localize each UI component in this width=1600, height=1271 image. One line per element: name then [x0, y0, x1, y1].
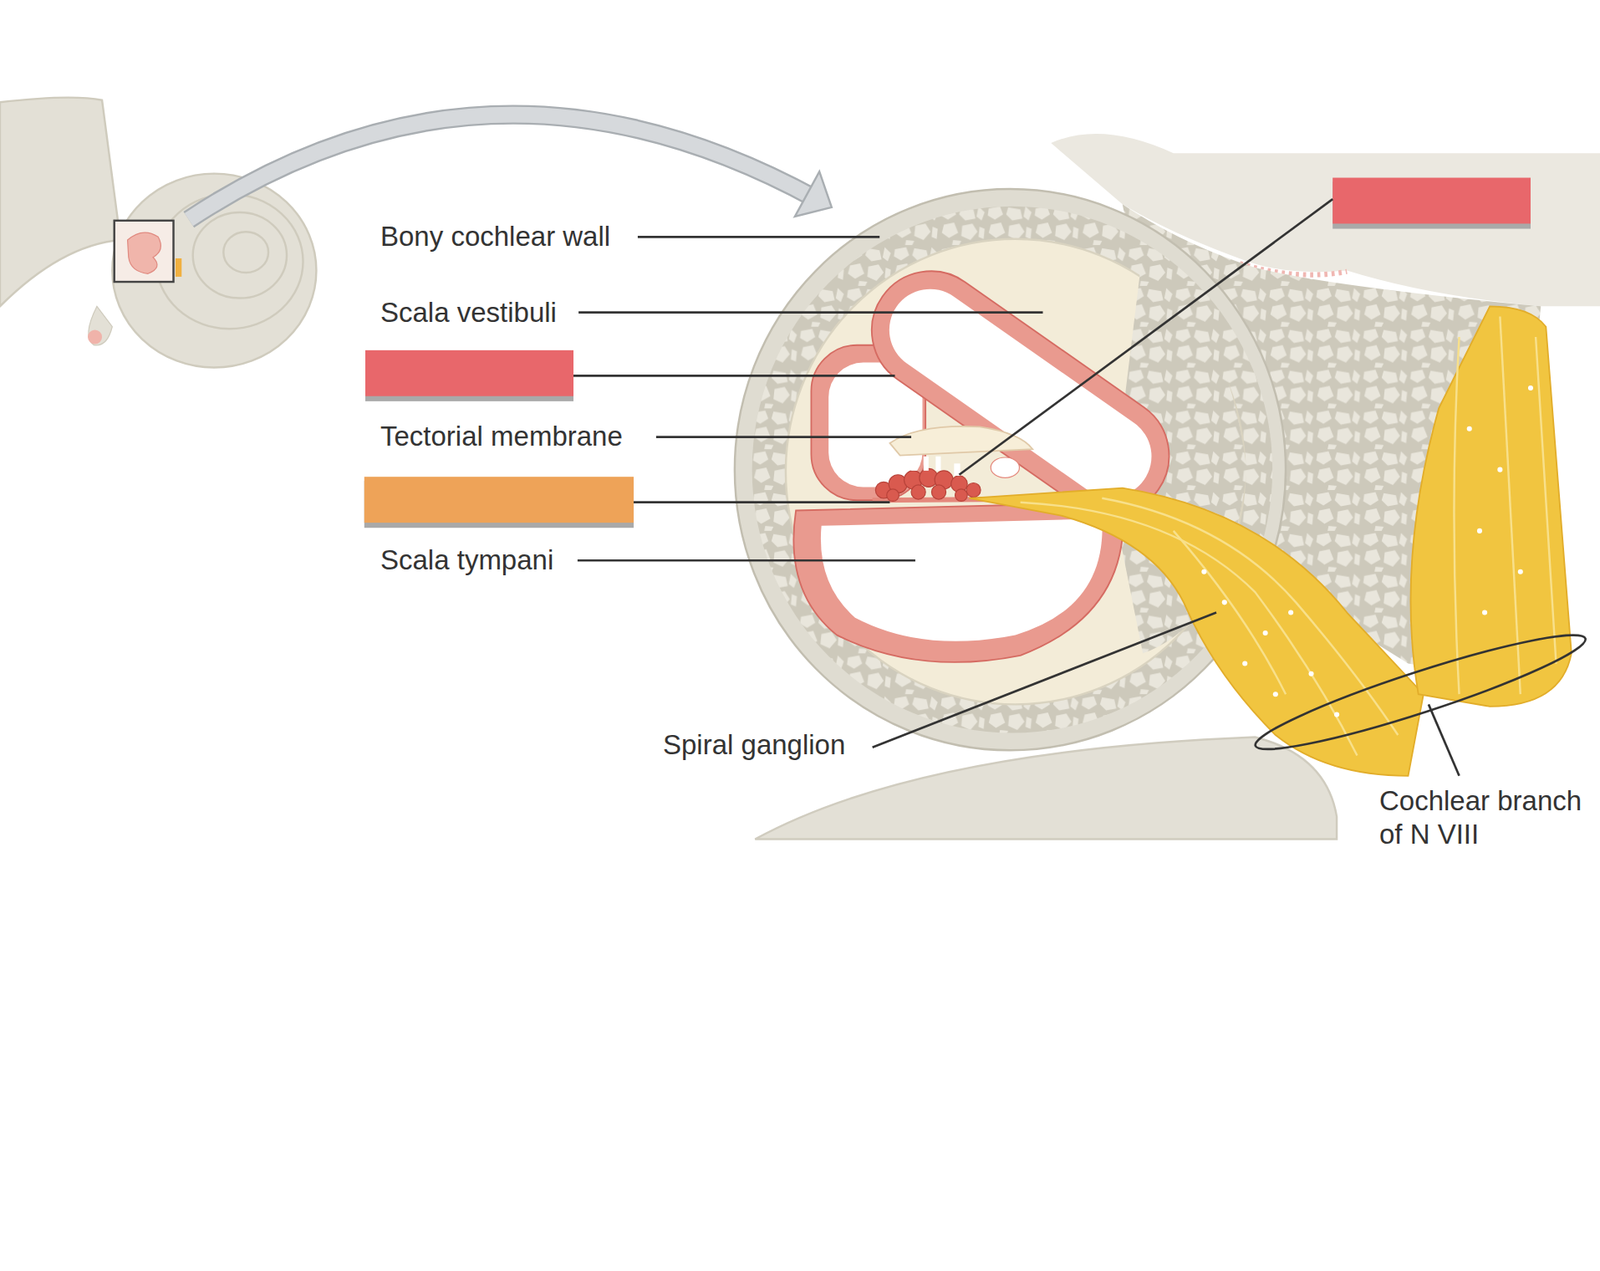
part-label: Scala tympani — [380, 543, 554, 577]
arrow-outline — [188, 114, 817, 220]
nerve-fibers — [1020, 316, 1557, 756]
spiral-turn — [223, 231, 269, 273]
bracket-loop — [1248, 618, 1592, 765]
part-label: Cochlear branch of N VIII — [1379, 784, 1600, 851]
round-window — [87, 329, 102, 344]
part-label: Spiral ganglion — [662, 728, 846, 762]
leader-line — [637, 235, 880, 239]
spiral-turn — [193, 212, 287, 299]
hair-cells — [911, 456, 961, 476]
arrow-body — [188, 114, 817, 220]
tectorial-membrane — [889, 426, 1033, 456]
scala-tympani-space — [820, 518, 1103, 642]
leader-line — [573, 374, 896, 378]
answer-box — [364, 476, 634, 523]
leader-line — [656, 435, 912, 439]
leader-lines — [573, 198, 1592, 776]
zoom-arrow — [188, 114, 832, 220]
leader-line — [633, 500, 890, 504]
cochlear-nerve — [969, 305, 1572, 776]
answer-boxes — [364, 178, 1531, 529]
answer-box — [365, 350, 574, 397]
bony-cochlear-wall — [734, 188, 1286, 750]
zoom-box — [114, 220, 174, 282]
part-label: Scala vestibuli — [380, 295, 557, 330]
organ-of-corti — [875, 468, 981, 501]
cochlea-tail — [88, 305, 113, 346]
cochlea-canal — [0, 97, 121, 307]
supporting-cell — [990, 457, 1020, 478]
leader-line — [578, 310, 1043, 314]
leader-line — [872, 612, 1217, 748]
scala-tympani-wall — [793, 502, 1123, 663]
nerve-mark — [175, 258, 182, 277]
leader-line — [577, 559, 916, 562]
bony-cochlear-wall — [752, 206, 1274, 734]
scala-vestibuli-space — [873, 272, 1168, 513]
leader-line — [958, 198, 1333, 475]
nerve-trunk — [1410, 305, 1571, 707]
cochlea-overview — [0, 97, 316, 368]
spiral-turn — [156, 193, 304, 329]
answer-box — [1332, 178, 1531, 225]
leader-line — [1428, 703, 1460, 775]
part-label: Tectorial membrane — [380, 419, 623, 454]
ganglion-cells — [1201, 385, 1534, 718]
arrow-head — [794, 171, 832, 217]
part-label: Bony cochlear wall — [380, 219, 611, 254]
zoom-detail — [127, 232, 162, 274]
